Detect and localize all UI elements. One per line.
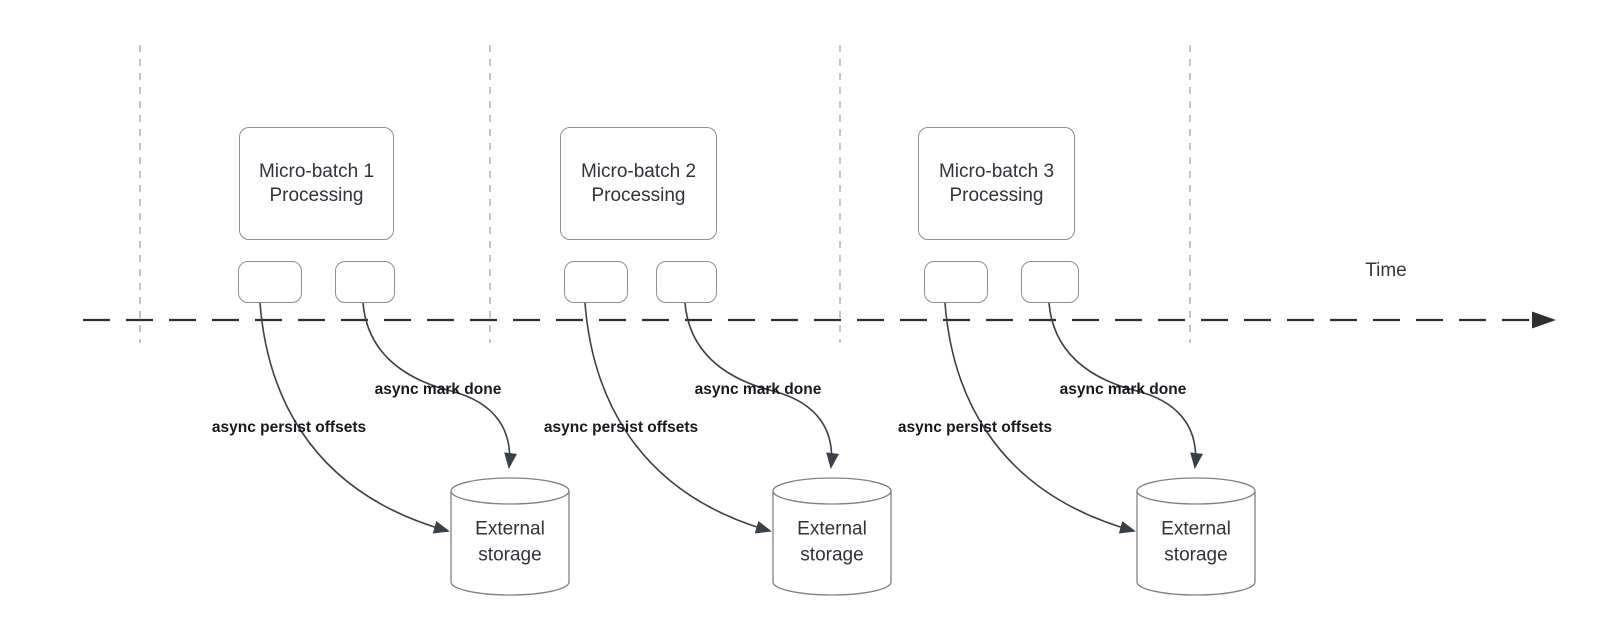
micro-batch-2-box-label: Micro-batch 2 Processing [580,160,697,206]
micro-batch-2-box: Micro-batch 2 Processing [560,127,717,240]
batch3-persist-offsets-arrow [944,302,1136,534]
batch2-persist-offsets-arrow [584,302,772,534]
batch1-persist-offsets-arrow [259,302,450,534]
batch3-persist-offsets-label: async persist offsets [897,419,1053,436]
batch2-mark-done-arrow [684,302,840,469]
batch1-storage-label: External storage [475,518,545,565]
batch2-persist-slot-box [564,261,628,303]
batch2-storage-label: External storage [797,518,867,565]
time-axis-label: Time [1365,260,1407,281]
batch3-persist-slot-box [924,261,988,303]
micro-batch-3-box-label: Micro-batch 3 Processing [938,160,1055,206]
micro-batch-1-box-label: Micro-batch 1 Processing [258,160,375,206]
batch1-persist-slot-box [238,261,302,303]
batch1-persist-offsets-label: async persist offsets [211,419,367,436]
batch1-storage-cylinder [450,491,570,596]
batch3-mark-done-slot-box [1021,261,1079,303]
batch1-mark-done-label: async mark done [374,381,502,398]
batch3-mark-done-label: async mark done [1059,381,1187,398]
batch1-mark-done-arrow [362,302,518,469]
micro-batch-3-box: Micro-batch 3 Processing [918,127,1075,240]
batch3-storage-label: External storage [1161,518,1231,565]
batch2-storage-cylinder-top [772,477,892,505]
batch2-mark-done-label: async mark done [694,381,822,398]
micro-batch-1-box: Micro-batch 1 Processing [239,127,394,240]
batch3-mark-done-arrow [1048,302,1204,469]
batch1-storage-cylinder-top [450,477,570,505]
batch2-persist-offsets-label: async persist offsets [543,419,699,436]
batch3-storage-cylinder [1136,491,1256,596]
batch2-mark-done-slot-box [656,261,717,303]
batch3-storage-cylinder-top [1136,477,1256,505]
batch1-mark-done-slot-box [335,261,395,303]
batch2-storage-cylinder [772,491,892,596]
